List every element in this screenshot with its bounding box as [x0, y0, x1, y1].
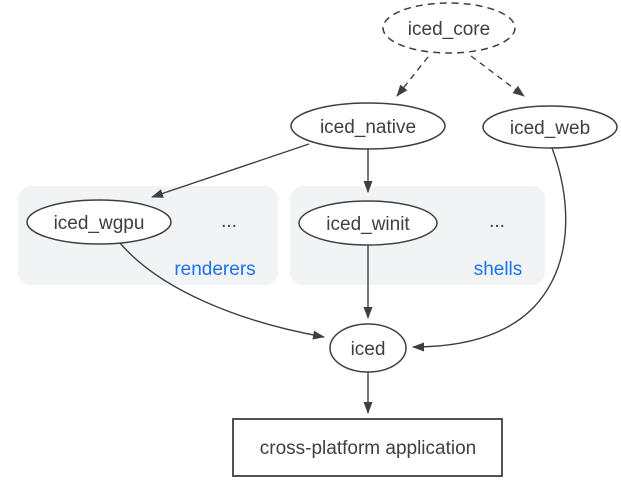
node-iced-web-label: iced_web: [510, 118, 590, 139]
node-iced-native: [290, 102, 446, 150]
group-label-renderers: renderers: [174, 259, 255, 280]
group-label-shells: shells: [474, 259, 523, 280]
edge-iced-web-to-iced: [412, 147, 567, 352]
node-iced-web: [482, 105, 618, 149]
node-iced-winit: [298, 200, 438, 246]
node-application-box: [232, 418, 503, 477]
edge-iced-native-to-iced-wgpu: [151, 143, 310, 198]
edge-iced-wgpu-to-iced: [119, 242, 325, 340]
node-iced-core-label: iced_core: [408, 19, 490, 40]
node-iced-wgpu: [26, 199, 172, 245]
node-iced: [329, 323, 407, 373]
edge-iced-core-to-iced-native: [396, 56, 429, 97]
node-iced-native-label: iced_native: [320, 117, 416, 138]
renderers-ellipsis: ...: [221, 211, 237, 232]
node-iced-wgpu-label: iced_wgpu: [54, 213, 145, 234]
edge-iced-core-to-iced-web: [470, 55, 525, 97]
node-iced-core: [382, 2, 516, 54]
node-iced-winit-label: iced_winit: [326, 214, 410, 235]
node-application-label: cross-platform application: [260, 438, 476, 459]
shells-ellipsis: ...: [489, 211, 505, 232]
node-iced-label: iced: [351, 339, 386, 360]
